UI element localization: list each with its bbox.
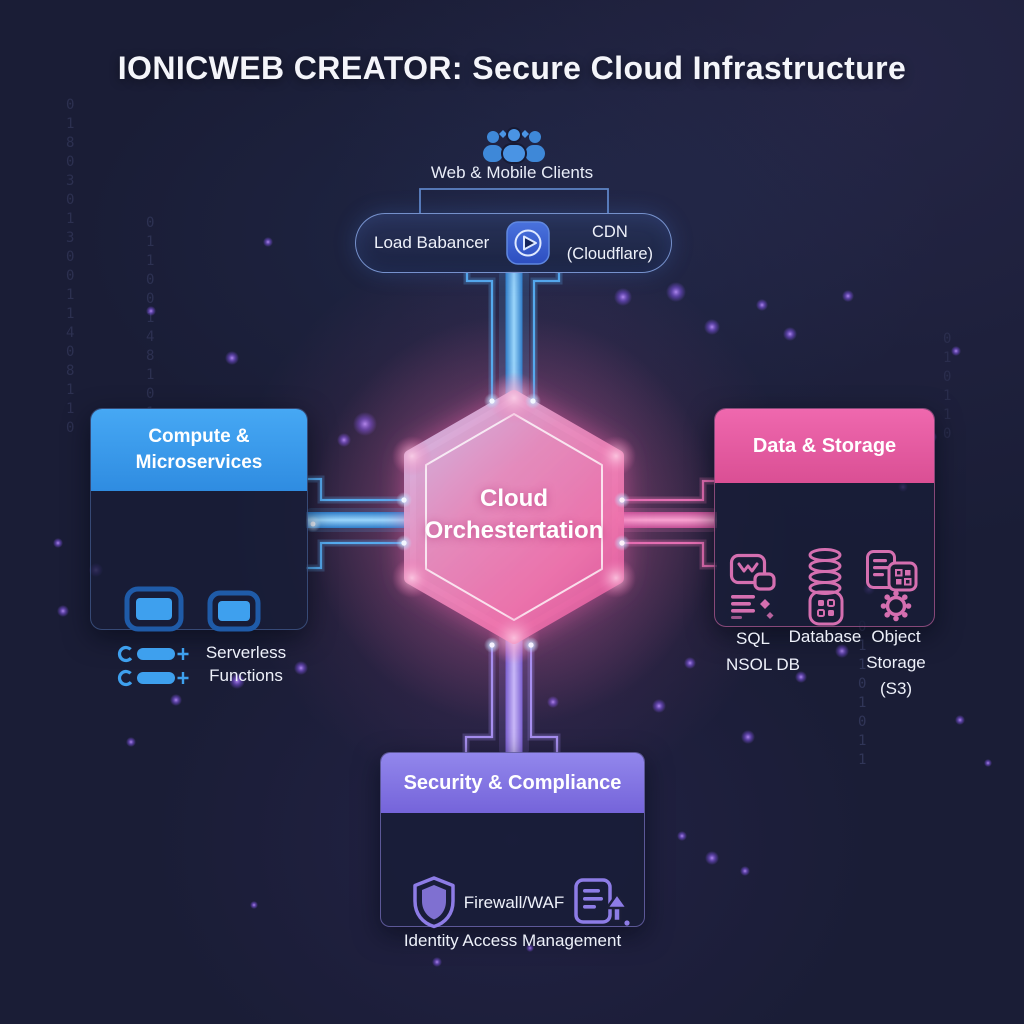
storage-header: Data & Storage <box>715 409 934 483</box>
container-icon <box>207 590 261 632</box>
cdn-line1: CDN <box>592 223 628 241</box>
core-line1: Cloud <box>480 485 548 512</box>
serverless-line2: Functions <box>209 666 283 685</box>
instance-slider-icon <box>117 667 191 689</box>
binary-column: 0 1 0 1 1 0 <box>943 331 952 442</box>
storage-label: Database <box>788 627 862 646</box>
list-icon <box>729 593 777 623</box>
storage-node: Data & Storage <box>714 408 935 698</box>
container-icon <box>124 586 184 632</box>
storage-label: Storage <box>866 653 926 672</box>
compute-header-line2: Microservices <box>135 452 263 473</box>
users-icon <box>476 126 552 168</box>
page-title: IONICWEB CREATOR: Secure Cloud Infrastru… <box>117 50 907 86</box>
serverless-label: Serverless Functions <box>195 641 297 687</box>
storage-label: NSOL DB <box>725 655 800 674</box>
sql-box-icon <box>729 553 777 593</box>
keypad-icon <box>807 589 845 627</box>
iam-label: Identity Access Management <box>403 931 622 950</box>
binary-column: 0 1 8 0 3 0 1 3 0 0 1 1 4 0 8 1 1 0 <box>66 97 75 436</box>
storage-label: (S3) <box>879 679 913 698</box>
core-node-label: Cloud Orchestertation <box>404 483 624 547</box>
shield-icon <box>409 875 459 929</box>
storage-label: SQL <box>735 629 771 648</box>
cdn-label: CDN (Cloudflare) <box>567 221 653 265</box>
gear-icon <box>875 585 917 627</box>
clients-bracket <box>419 188 609 213</box>
core-line2: Orchestertation <box>424 517 604 544</box>
storage-label: Object <box>871 627 921 646</box>
cdn-line2: (Cloudflare) <box>566 245 653 263</box>
edge-node: Load Babancer CDN (Cloudflare) <box>355 213 672 273</box>
database-icon <box>805 547 845 597</box>
compute-header: Compute & Microservices <box>91 409 307 491</box>
compute-node: Compute & Microservices <box>90 408 308 687</box>
serverless-line1: Serverless <box>205 643 287 662</box>
clients-label: Web & Mobile Clients <box>430 163 594 182</box>
object-doc-icon <box>865 549 921 595</box>
connector-top <box>463 271 563 401</box>
hexagon-shape <box>392 372 636 664</box>
storage-header-label: Data & Storage <box>752 434 897 457</box>
security-header: Security & Compliance <box>381 753 644 813</box>
security-header-label: Security & Compliance <box>403 771 622 794</box>
instance-slider-icon <box>117 643 191 665</box>
connector-bottom <box>462 634 561 754</box>
play-icon <box>505 220 551 266</box>
junction-dots <box>305 393 630 653</box>
load-balancer-label: Load Babancer <box>374 233 490 252</box>
doc-upload-icon <box>573 877 631 929</box>
security-node: Security & Compliance Firewall/WAF <box>380 752 645 950</box>
connector-right <box>616 477 717 570</box>
connector-left <box>306 475 414 572</box>
compute-header-line1: Compute & <box>148 426 250 447</box>
firewall-label: Firewall/WAF <box>463 893 565 912</box>
binary-column: 0 1 1 0 1 0 1 1 <box>858 619 867 768</box>
